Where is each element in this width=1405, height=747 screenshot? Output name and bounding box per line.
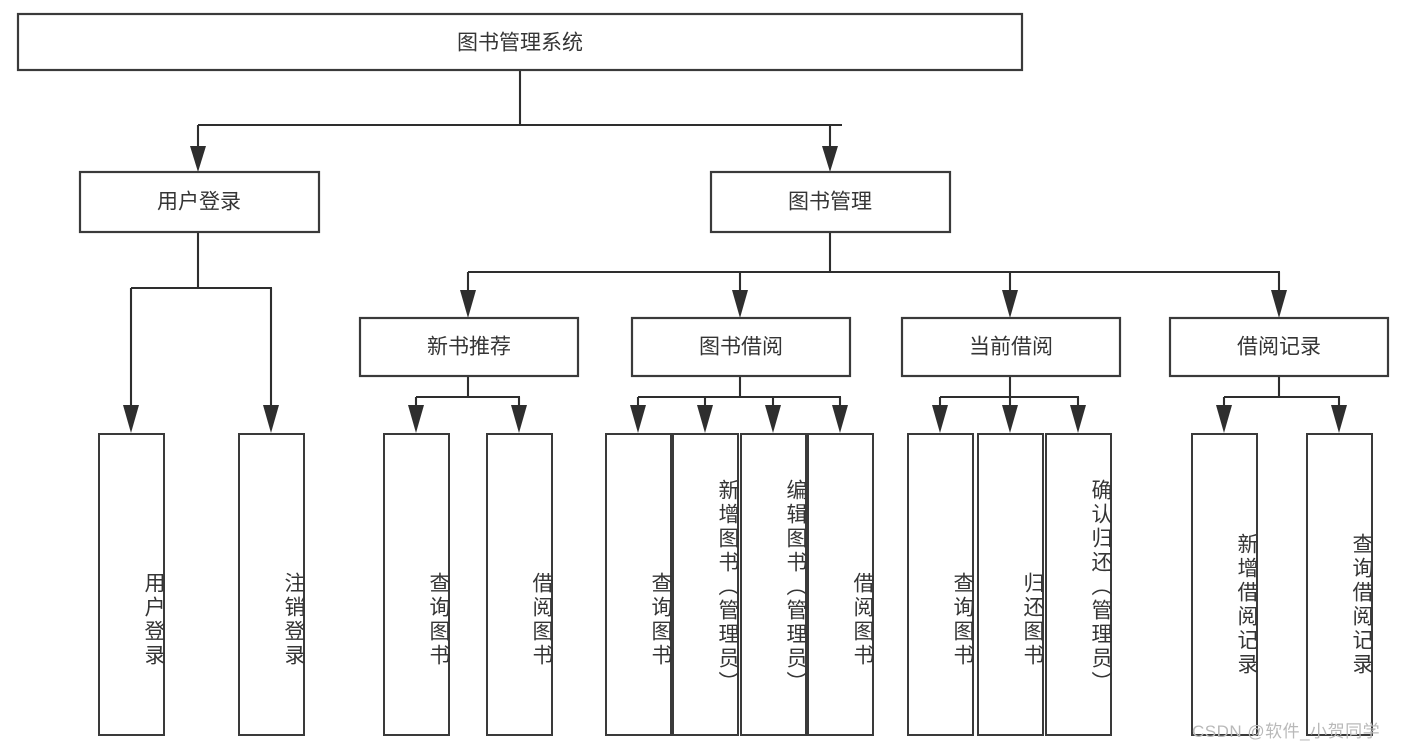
arrow-head-icon: [822, 146, 838, 172]
node-book-management-label: 图书管理: [788, 191, 872, 214]
node-new-book-recommend-box[interactable]: [358, 316, 580, 378]
arrow-head-icon: [1070, 405, 1086, 433]
connector-bookmgmt-to-level3: [460, 232, 1287, 318]
arrow-head-icon: [1331, 405, 1347, 433]
leaf-box-query-book-2[interactable]: [605, 433, 672, 736]
node-root[interactable]: 图书管理系统: [16, 12, 1024, 72]
arrow-head-icon: [263, 405, 279, 433]
node-new-book-recommend-label: 新书推荐: [427, 336, 511, 359]
node-book-management-box[interactable]: [709, 170, 952, 234]
node-current-borrow-label: 当前借阅: [969, 336, 1053, 359]
node-book-borrow[interactable]: 图书借阅: [630, 316, 852, 378]
node-borrow-record-box[interactable]: [1168, 316, 1390, 378]
leaf-box-query-book-1[interactable]: [383, 433, 450, 736]
connector-newbook-to-leaves: [408, 376, 527, 433]
arrow-head-icon: [932, 405, 948, 433]
arrow-head-icon: [123, 405, 139, 433]
leaf-box-add-book-admin[interactable]: [672, 433, 739, 736]
node-user-login-box[interactable]: [78, 170, 321, 234]
node-root-label: 图书管理系统: [457, 32, 583, 55]
node-book-borrow-label: 图书借阅: [699, 336, 783, 359]
arrow-head-icon: [408, 405, 424, 433]
node-borrow-record-label: 借阅记录: [1237, 336, 1321, 359]
leaf-box-borrow-book-2[interactable]: [807, 433, 874, 736]
arrow-head-icon: [832, 405, 848, 433]
arrow-head-icon: [1002, 290, 1018, 318]
arrow-head-icon: [697, 405, 713, 433]
leaf-box-confirm-return-admin[interactable]: [1045, 433, 1112, 736]
node-book-management[interactable]: 图书管理: [709, 170, 952, 234]
leaf-box-query-book-3[interactable]: [907, 433, 974, 736]
leaf-box-edit-book-admin[interactable]: [740, 433, 807, 736]
connector-bookborrow-to-leaves: [630, 376, 848, 433]
node-current-borrow-box[interactable]: [900, 316, 1122, 378]
node-borrow-record[interactable]: 借阅记录: [1168, 316, 1390, 378]
node-book-borrow-box[interactable]: [630, 316, 852, 378]
arrow-head-icon: [630, 405, 646, 433]
arrow-head-icon: [765, 405, 781, 433]
leaf-box-user-login[interactable]: [98, 433, 165, 736]
leaf-box-add-borrow-record[interactable]: [1191, 433, 1258, 736]
leaf-box-return-book[interactable]: [977, 433, 1044, 736]
arrow-head-icon: [732, 290, 748, 318]
arrow-head-icon: [1002, 405, 1018, 433]
arrow-head-icon: [511, 405, 527, 433]
leaf-box-logout[interactable]: [238, 433, 305, 736]
connector-borrowrecord-to-leaves: [1216, 376, 1347, 433]
connector-userlogin-to-leaves: [123, 232, 279, 433]
node-new-book-recommend[interactable]: 新书推荐: [358, 316, 580, 378]
node-user-login[interactable]: 用户登录: [78, 170, 321, 234]
node-user-login-label: 用户登录: [157, 191, 241, 214]
node-current-borrow[interactable]: 当前借阅: [900, 316, 1122, 378]
arrow-head-icon: [1216, 405, 1232, 433]
connector-currentborrow-to-leaves: [932, 376, 1086, 433]
node-root-box[interactable]: [16, 12, 1024, 72]
arrow-head-icon: [190, 146, 206, 172]
arrow-head-icon: [460, 290, 476, 318]
connector-root-to-level2: [190, 70, 842, 172]
arrow-head-icon: [1271, 290, 1287, 318]
leaf-box-borrow-book-1[interactable]: [486, 433, 553, 736]
leaf-box-query-borrow-record[interactable]: [1306, 433, 1373, 736]
